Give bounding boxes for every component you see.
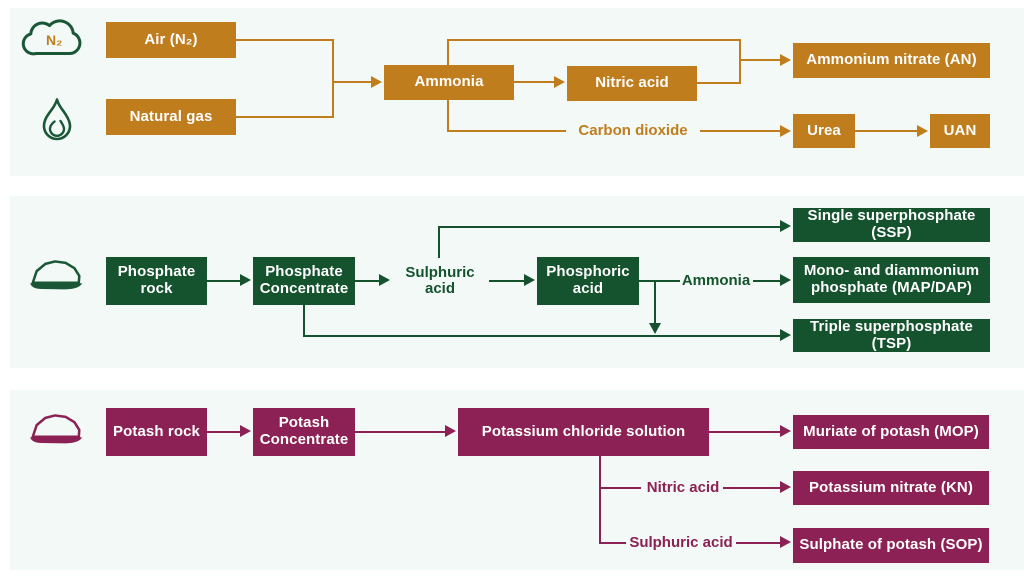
label-nitric-acid: Nitric acid (646, 479, 720, 496)
box-urea: Urea (793, 114, 855, 148)
arrowhead-into-nitric (554, 76, 565, 88)
connector-into-kn (723, 487, 781, 489)
arrowhead-into-concentrate (240, 274, 251, 286)
arrowhead-into-ammonia (371, 76, 382, 88)
connector-rock-concentrate-k (207, 431, 241, 433)
box-ssp: Single superphosphate (SSP) (793, 207, 990, 242)
arrowhead-into-urea (780, 125, 791, 137)
connector-branch-sulphuric (599, 542, 626, 544)
connector-into-mapdap (753, 280, 781, 282)
box-tsp: Triple superphosphate (TSP) (793, 318, 990, 352)
box-nitric-acid: Nitric acid (567, 66, 697, 101)
connector-air-out (236, 39, 334, 41)
connector-top-bus (447, 39, 741, 41)
label-carbon-dioxide: Carbon dioxide (578, 122, 688, 139)
arrowhead-into-sop (780, 536, 791, 548)
arrowhead-into-concentrate-k (240, 425, 251, 437)
connector-ammonia-top (447, 39, 449, 66)
arrowhead-into-tsp (780, 329, 791, 341)
connector-ammonia-down (447, 100, 449, 131)
phosphate-rock-icon (26, 254, 88, 296)
box-air: Air (N₂) (106, 22, 236, 58)
box-sop: Sulphate of potash (SOP) (793, 528, 989, 563)
arrowhead-into-kn (780, 481, 791, 493)
connector-concentrate-kcl (355, 431, 446, 433)
flame-icon (40, 97, 74, 141)
connector-to-ssp (438, 226, 781, 228)
arrowhead-into-ssp (780, 220, 791, 232)
box-ammonium-nitrate: Ammonium nitrate (AN) (793, 43, 990, 78)
label-sulphuric-acid: Sulphuric acid (405, 264, 475, 298)
box-mop: Muriate of potash (MOP) (793, 415, 989, 449)
connector-co2-left (447, 130, 566, 132)
box-phosphate-rock: Phosphate rock (106, 257, 207, 305)
box-potassium-chloride: Potassium chloride solution (458, 408, 709, 456)
box-natural-gas: Natural gas (106, 99, 236, 135)
label-sulphuric-acid-k: Sulphuric acid (629, 534, 733, 551)
connector-gas-out (236, 116, 334, 118)
connector-co2-right (700, 130, 781, 132)
connector-urea-uan (855, 130, 918, 132)
connector-nitric-out (697, 82, 741, 84)
arrowhead-into-sulphuric (379, 274, 390, 286)
connector-into-phosphoric (489, 280, 525, 282)
box-phosphoric-acid: Phosphoric acid (537, 257, 639, 305)
cloud-n2-text: N₂ (46, 32, 63, 48)
arrowhead-into-mop (780, 425, 791, 437)
connector-kcl-mop (709, 431, 781, 433)
connector-phosphoric-out (639, 280, 680, 282)
arrowhead-into-an (780, 54, 791, 66)
connector-rock-concentrate (207, 280, 241, 282)
box-map-dap: Mono- and diammonium phosphate (MAP/DAP) (793, 257, 990, 303)
connector-concentrate-down (303, 305, 305, 336)
arrowhead-into-kcl (445, 425, 456, 437)
box-uan: UAN (930, 114, 990, 148)
connector-an-junction (739, 39, 741, 84)
connector-kcl-down (599, 455, 601, 544)
arrowhead-into-mapdap (780, 274, 791, 286)
box-kn: Potassium nitrate (KN) (793, 471, 989, 505)
connector-concentrate-out (355, 280, 380, 282)
connector-branch-nitric (599, 487, 641, 489)
connector-to-tsp (303, 335, 781, 337)
box-potash-concentrate: Potash Concentrate (253, 408, 355, 456)
box-ammonia: Ammonia (384, 65, 514, 100)
potash-rock-icon (26, 408, 88, 450)
arrowhead-into-uan (917, 125, 928, 137)
connector-into-ammonia (332, 81, 372, 83)
arrowhead-down-to-tsp-line (649, 323, 661, 334)
arrowhead-into-phosphoric (524, 274, 535, 286)
box-potash-rock: Potash rock (106, 408, 207, 456)
connector-into-an (739, 59, 781, 61)
cloud-icon (18, 18, 90, 60)
connector-ammonia-nitric (514, 81, 556, 83)
label-ammonia: Ammonia (681, 272, 751, 289)
connector-sulphuric-up (438, 227, 440, 258)
connector-phosphoric-down (654, 281, 656, 324)
connector-into-sop (736, 542, 781, 544)
connector-join-vertical (332, 39, 334, 118)
box-phosphate-concentrate: Phosphate Concentrate (253, 257, 355, 305)
